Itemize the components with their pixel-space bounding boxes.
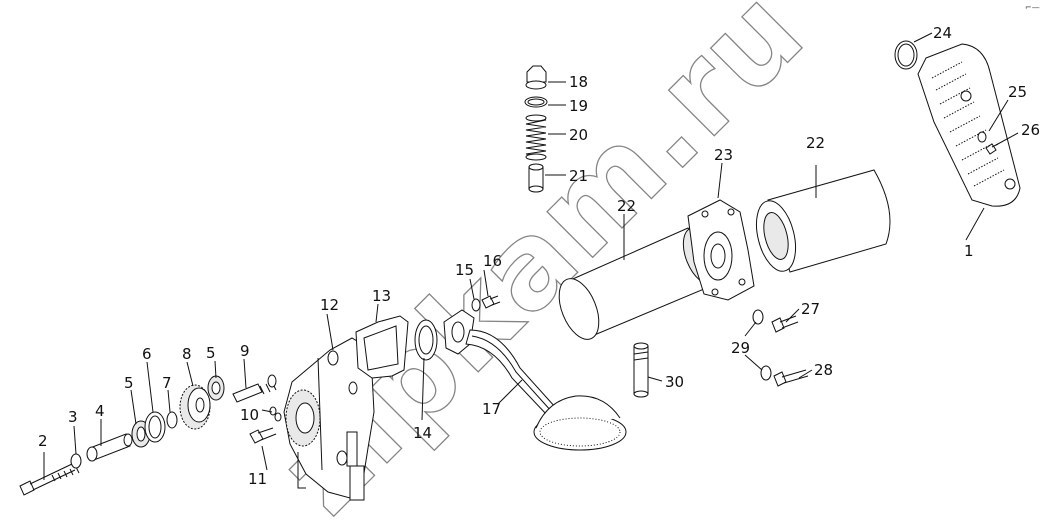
bolt-27-shape (771, 315, 799, 333)
callout-3: 3 (68, 408, 78, 426)
valve-plunger-21-shape (528, 163, 544, 193)
callout-9: 9 (240, 342, 250, 360)
corner-mark: ⌐— (1025, 3, 1040, 12)
callout-4: 4 (95, 402, 105, 420)
gasket-14-shape (414, 319, 438, 361)
callout-11: 11 (248, 470, 267, 488)
filter-head-23-shape (687, 199, 755, 301)
leader-lines (43, 32, 1019, 480)
callout-25: 25 (1008, 83, 1027, 101)
snap-ring-6-shape (144, 411, 166, 443)
callout-26: 26 (1021, 121, 1040, 139)
washer-29b-shape (760, 365, 772, 381)
thrust-washer-7-shape (166, 411, 178, 429)
bearing-5b-shape (207, 375, 225, 401)
bolt-28-shape (773, 369, 809, 387)
washer-3-shape (70, 453, 82, 469)
bearing-5a-shape (131, 420, 151, 448)
callout-2: 2 (38, 432, 48, 450)
oil-cooler-1-shape (917, 43, 1021, 207)
sleeve-4-shape (86, 433, 133, 462)
bolt-2-shape (19, 463, 80, 496)
gear-8-shape (179, 384, 211, 430)
callout-27: 27 (801, 300, 820, 318)
callout-30: 30 (665, 373, 684, 391)
gasket-13-shape (355, 315, 409, 379)
plug-18-shape (525, 65, 547, 90)
callout-7: 7 (162, 374, 172, 392)
callout-10: 10 (240, 406, 259, 424)
bolt-16-shape (481, 295, 501, 309)
callout-5-right: 5 (206, 344, 216, 362)
callout-6: 6 (142, 345, 152, 363)
dowel-10-shape (269, 406, 282, 422)
oil-pump-12-shape (283, 337, 375, 501)
callout-28: 28 (814, 361, 833, 379)
callout-15: 15 (455, 261, 474, 279)
callout-23: 23 (714, 146, 733, 164)
callout-29: 29 (731, 339, 750, 357)
callout-16: 16 (483, 252, 502, 270)
washer-29a-shape (752, 309, 764, 325)
callout-8: 8 (182, 345, 192, 363)
callout-20: 20 (569, 126, 588, 144)
washer-15-shape (471, 298, 481, 312)
callout-22-left: 22 (617, 197, 636, 215)
stud-30-shape (633, 342, 649, 398)
callout-22-right: 22 (806, 134, 825, 152)
callouts: 1 2 3 4 5 5 6 7 8 9 10 11 12 13 14 15 16… (38, 24, 1040, 488)
callout-13: 13 (372, 287, 391, 305)
callout-17: 17 (482, 400, 501, 418)
suction-pipe-17-shape (443, 309, 627, 451)
callout-21: 21 (569, 167, 588, 185)
screw-11-shape (249, 427, 277, 444)
oil-filter-22b-shape (755, 169, 891, 273)
o-ring-19-shape (524, 96, 548, 108)
callout-5-left: 5 (124, 374, 134, 392)
spring-20-shape (525, 114, 547, 161)
callout-24: 24 (933, 24, 952, 42)
relief-valve-9-shape (232, 374, 277, 403)
callout-19: 19 (569, 97, 588, 115)
callout-1: 1 (964, 242, 974, 260)
o-ring-24-shape (894, 40, 918, 70)
callout-14: 14 (413, 424, 432, 442)
callout-12: 12 (320, 296, 339, 314)
callout-18: 18 (569, 73, 588, 91)
